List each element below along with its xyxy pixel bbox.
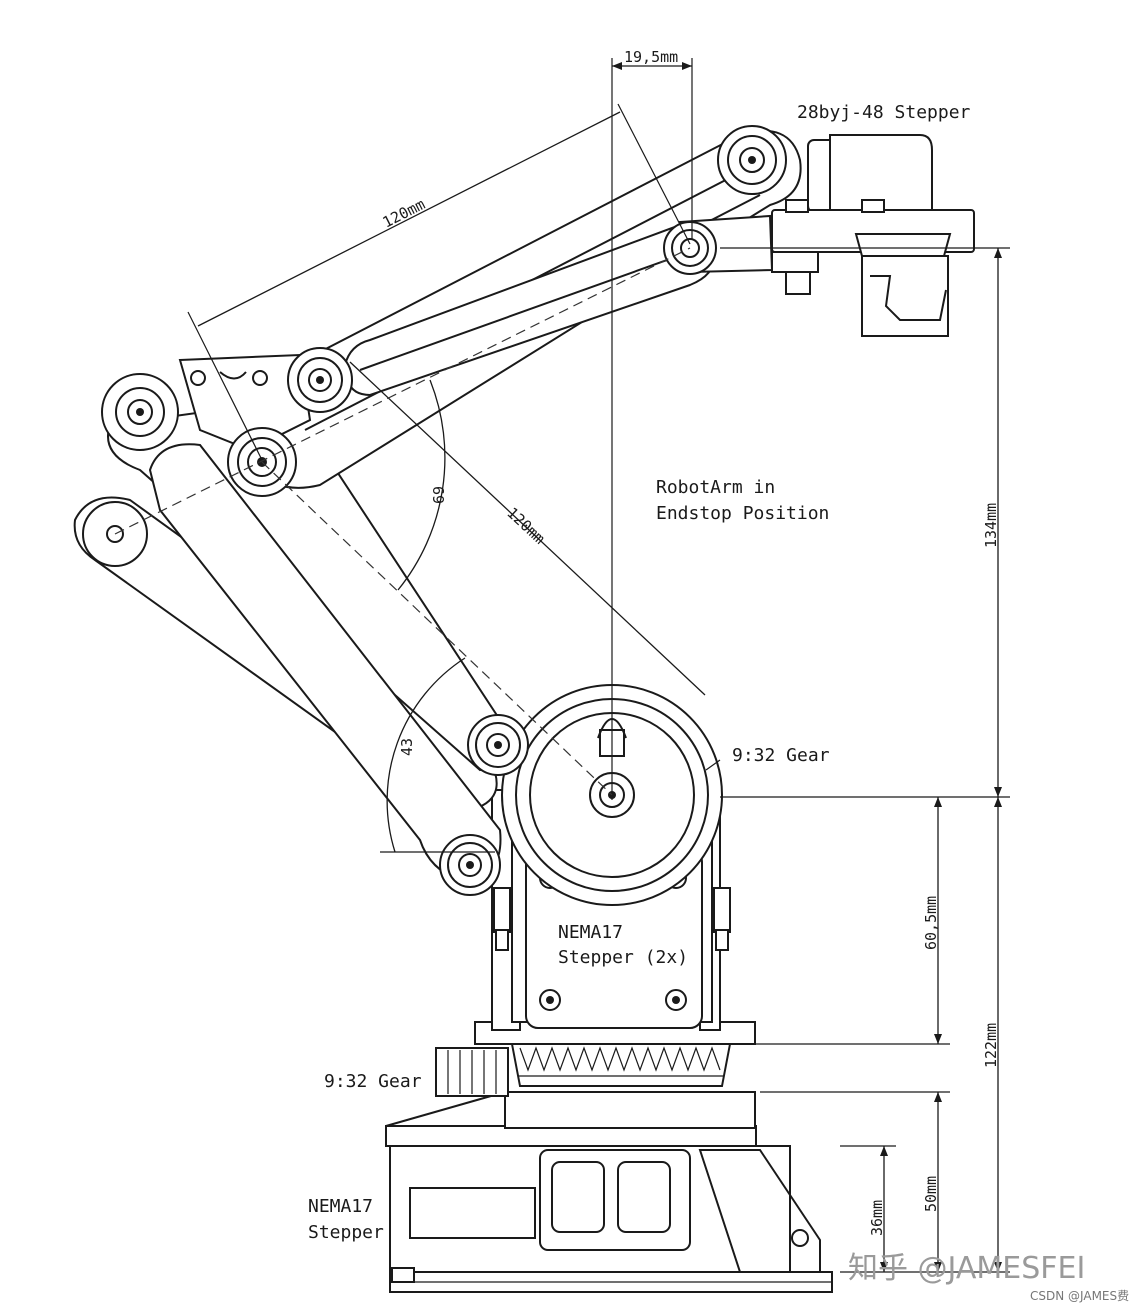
base-plate-wedge [385, 1090, 506, 1127]
pivot-shoulder [467, 714, 529, 776]
label-top-stepper: 28byj-48 Stepper [797, 102, 971, 123]
dim-arm-upper: 120mm [380, 195, 428, 232]
dim-offset-top: 19,5mm [624, 48, 678, 66]
base-side-brace [698, 1149, 821, 1273]
dimension-lines [114, 58, 1010, 1273]
end-effector [771, 134, 975, 337]
label-status-line1: RobotArm in [656, 477, 775, 498]
dim-arm-lower: 120mm [503, 504, 548, 548]
label-status-line2: Endstop Position [656, 503, 829, 524]
base-motor-body [409, 1187, 536, 1239]
base-foot [391, 1267, 415, 1283]
stepper-28byj-48-body [829, 134, 933, 213]
dim-height-base: 50mm [922, 1176, 940, 1212]
label-gear-upper: 9:32 Gear [732, 745, 830, 766]
dim-height-base-inner: 36mm [868, 1200, 886, 1236]
label-gear-lower: 9:32 Gear [324, 1071, 422, 1092]
dim-angle-lower: 43 [398, 738, 416, 756]
watermarks: 知乎 @JAMESFEI CSDN @JAMES费 [848, 1251, 1129, 1303]
gripper-body [861, 255, 949, 337]
dim-angle-upper: 69 [430, 486, 448, 504]
gripper-top [854, 233, 952, 257]
label-motor-base-line1: NEMA17 [308, 1196, 373, 1217]
watermark-main: 知乎 @JAMESFEI [848, 1251, 1085, 1286]
watermark-small: CSDN @JAMES费 [1030, 1289, 1129, 1303]
base-assembly [385, 1090, 833, 1293]
base-window-left [551, 1161, 605, 1233]
dim-height-upper: 134mm [982, 503, 1000, 548]
dim-height-motor: 60,5mm [922, 896, 940, 950]
base-gear [435, 1043, 732, 1097]
dim-height-total: 122mm [982, 1023, 1000, 1068]
base-screw [791, 1229, 809, 1247]
pivot-upper [287, 347, 353, 413]
label-motor-main-line2: Stepper (2x) [558, 947, 688, 968]
label-motor-base-line2: Stepper [308, 1222, 384, 1243]
pivot-lower [439, 834, 501, 896]
base-frame-window [539, 1149, 691, 1251]
base-turntable [504, 1091, 756, 1129]
effector-nut [771, 251, 819, 273]
label-motor-main-line1: NEMA17 [558, 922, 623, 943]
pivot-wrist-top [717, 125, 787, 195]
pivot-elbow-rear [101, 373, 179, 451]
base-window-right [617, 1161, 671, 1233]
